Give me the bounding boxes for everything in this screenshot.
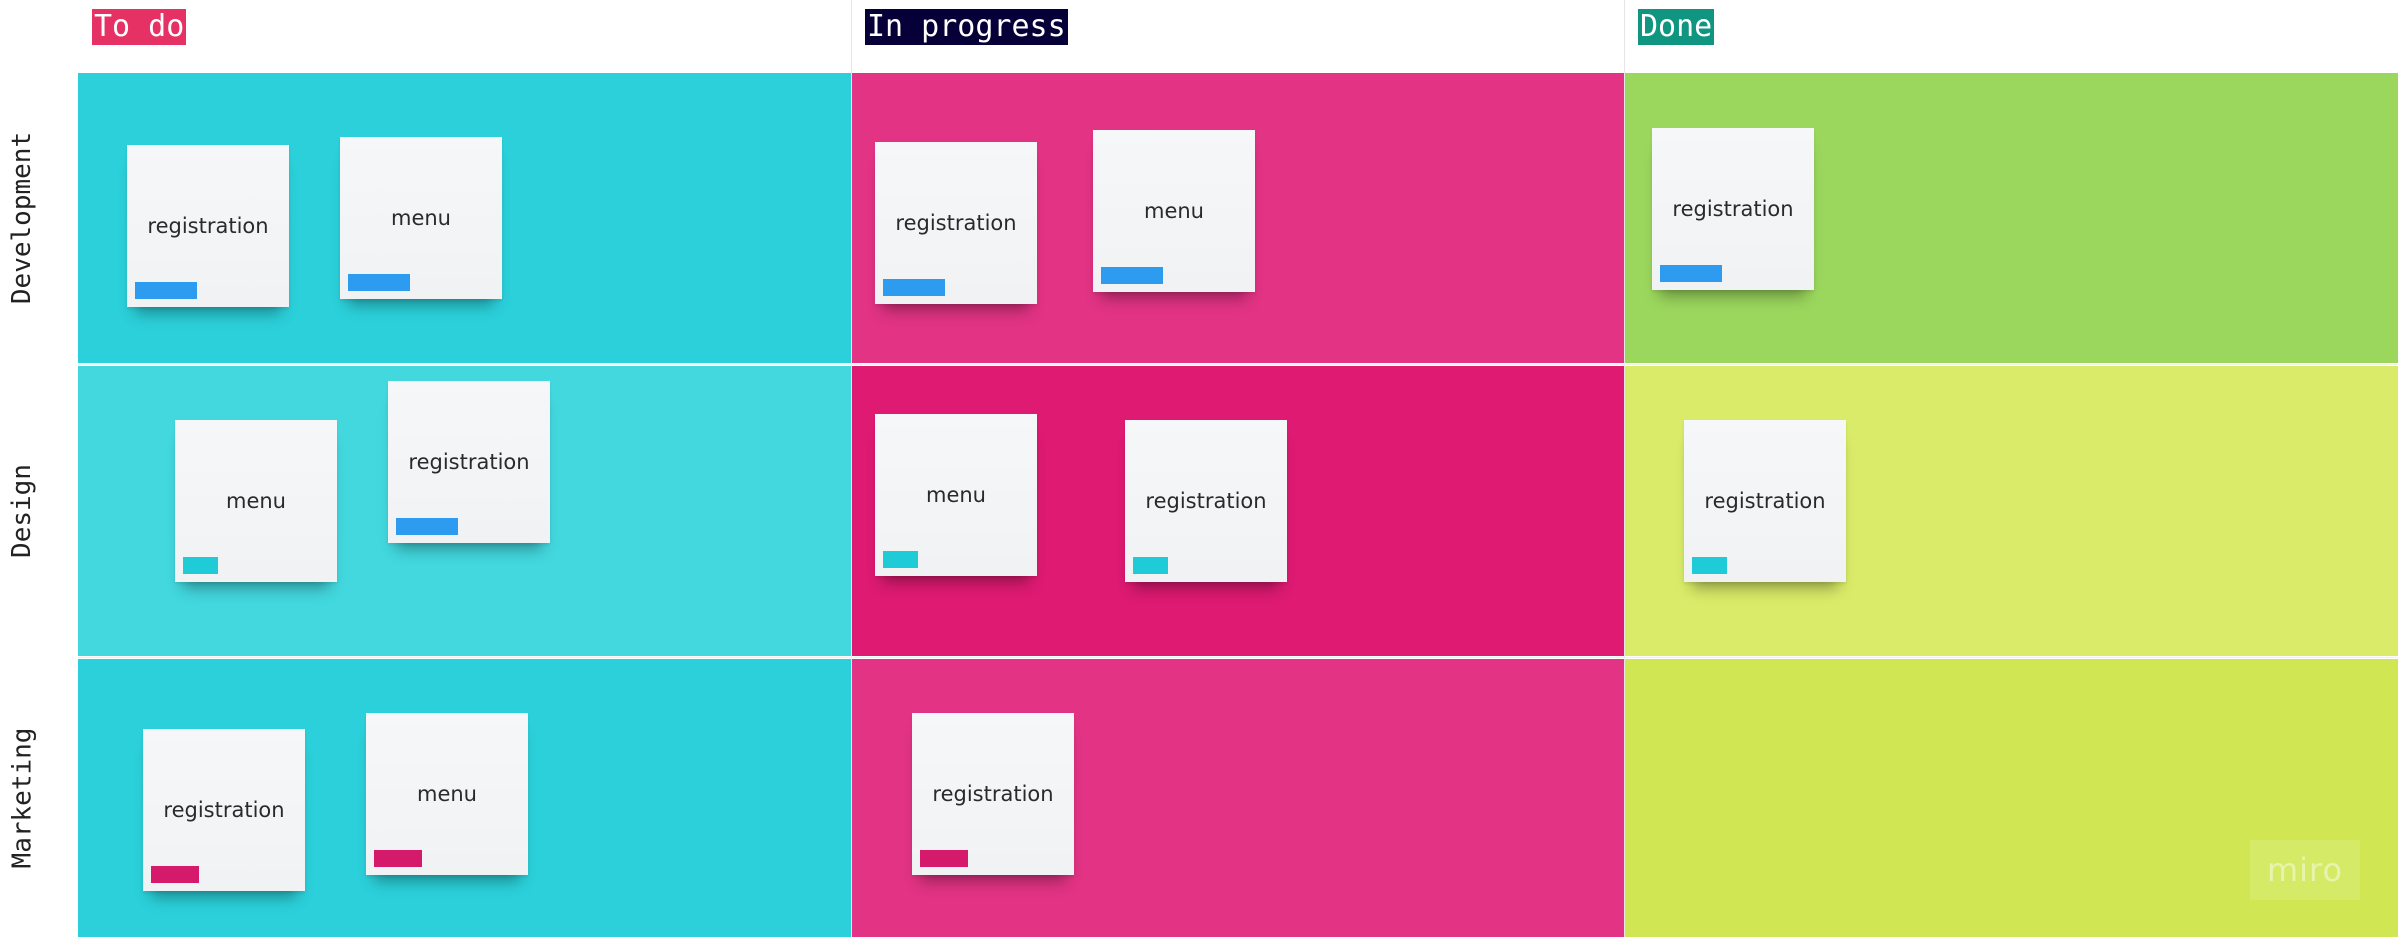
sticky-text: menu <box>226 489 286 513</box>
column-divider <box>851 0 852 937</box>
row-divider <box>78 657 2398 658</box>
row-label-text: Marketing <box>7 727 38 869</box>
sticky-text: menu <box>1144 199 1204 223</box>
sticky-note[interactable]: registration <box>1652 128 1814 290</box>
sticky-tag <box>348 274 410 291</box>
sticky-tag <box>1133 557 1168 574</box>
cell-development-todo[interactable]: registration menu <box>78 73 851 363</box>
sticky-tag <box>151 866 199 883</box>
sticky-note[interactable]: registration <box>143 729 305 891</box>
sticky-tag <box>374 850 422 867</box>
column-header-in-progress[interactable]: In progress <box>865 9 1068 45</box>
cell-marketing-in-progress[interactable]: registration <box>851 659 1624 937</box>
sticky-tag <box>183 557 218 574</box>
sticky-note[interactable]: menu <box>875 414 1037 576</box>
sticky-text: registration <box>895 211 1017 235</box>
row-label-development[interactable]: Development <box>2 73 42 363</box>
cell-marketing-done[interactable] <box>1624 659 2398 937</box>
sticky-tag <box>135 282 197 299</box>
column-divider <box>1624 0 1625 937</box>
cell-design-todo[interactable]: menu registration <box>78 366 851 656</box>
sticky-note[interactable]: registration <box>912 713 1074 875</box>
row-label-text: Development <box>7 131 37 305</box>
sticky-text: registration <box>1704 489 1826 513</box>
sticky-text: registration <box>1145 489 1267 513</box>
sticky-text: registration <box>408 450 530 474</box>
sticky-text: registration <box>932 782 1054 806</box>
sticky-note[interactable]: menu <box>366 713 528 875</box>
sticky-tag <box>1101 267 1163 284</box>
sticky-note[interactable]: registration <box>388 381 550 543</box>
sticky-tag <box>883 279 945 296</box>
sticky-note[interactable]: menu <box>175 420 337 582</box>
row-label-marketing[interactable]: Marketing <box>2 659 42 937</box>
sticky-tag <box>396 518 458 535</box>
sticky-note[interactable]: registration <box>1125 420 1287 582</box>
sticky-tag <box>1692 557 1727 574</box>
sticky-text: registration <box>147 214 269 238</box>
column-header-todo[interactable]: To do <box>92 9 187 45</box>
sticky-text: registration <box>1672 197 1794 221</box>
cell-design-in-progress[interactable]: menu registration <box>851 366 1624 656</box>
row-label-design[interactable]: Design <box>2 366 42 656</box>
row-divider <box>78 364 2398 365</box>
column-header-done[interactable]: Done <box>1638 9 1715 45</box>
sticky-tag <box>1660 265 1722 282</box>
sticky-note[interactable]: registration <box>127 145 289 307</box>
cell-development-in-progress[interactable]: registration menu <box>851 73 1624 363</box>
sticky-text: menu <box>417 782 477 806</box>
sticky-tag <box>920 850 968 867</box>
cell-design-done[interactable]: registration <box>1624 366 2398 656</box>
sticky-text: menu <box>391 206 451 230</box>
miro-logo: miro <box>2250 840 2360 900</box>
sticky-text: registration <box>163 798 285 822</box>
row-label-text: Design <box>7 464 38 558</box>
sticky-note[interactable]: menu <box>1093 130 1255 292</box>
cell-development-done[interactable]: registration <box>1624 73 2398 363</box>
sticky-note[interactable]: registration <box>875 142 1037 304</box>
sticky-text: menu <box>926 483 986 507</box>
sticky-note[interactable]: registration <box>1684 420 1846 582</box>
cell-marketing-todo[interactable]: registration menu <box>78 659 851 937</box>
sticky-note[interactable]: menu <box>340 137 502 299</box>
sticky-tag <box>883 551 918 568</box>
